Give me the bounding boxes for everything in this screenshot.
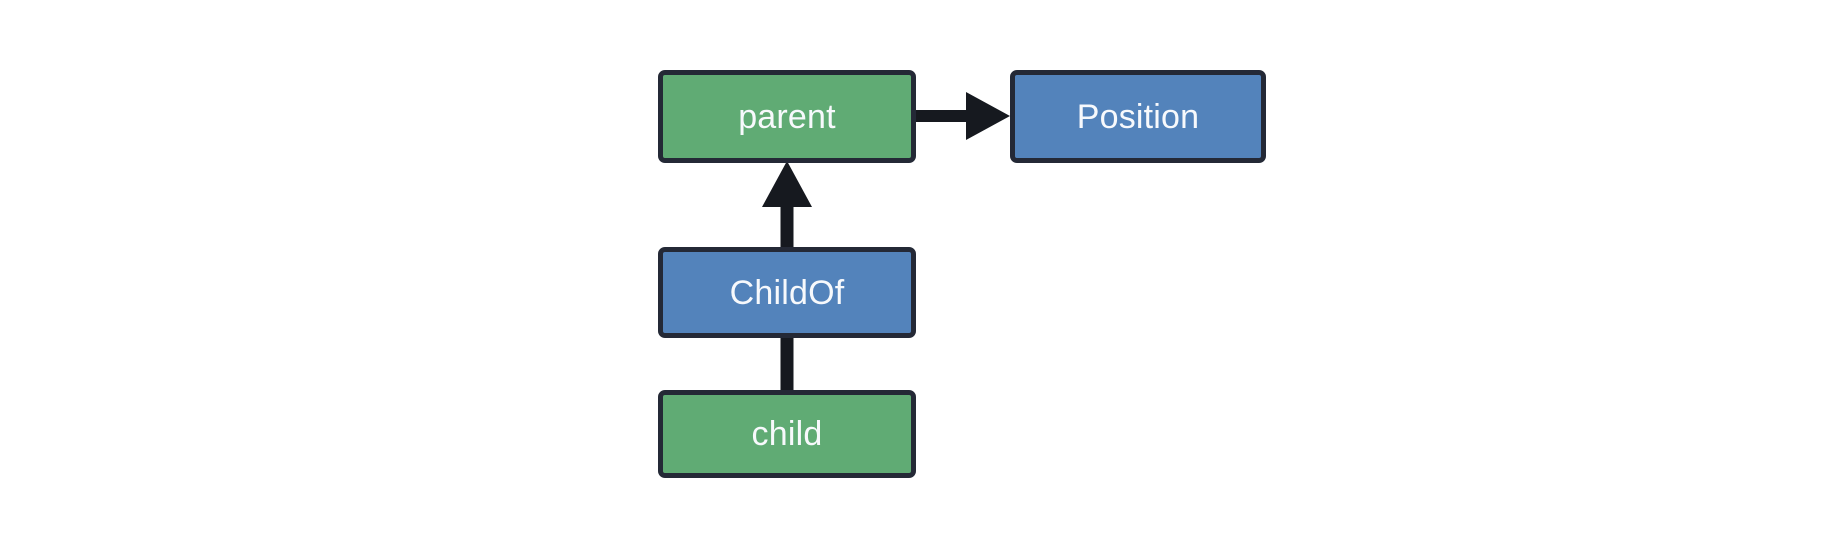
arrowhead-childof-to-parent bbox=[762, 161, 812, 207]
arrowhead-parent-to-position bbox=[966, 92, 1010, 140]
node-childof[interactable]: ChildOf bbox=[658, 247, 916, 338]
node-position[interactable]: Position bbox=[1010, 70, 1266, 163]
node-child[interactable]: child bbox=[658, 390, 916, 478]
node-position-label: Position bbox=[1076, 97, 1200, 136]
node-parent-label: parent bbox=[738, 97, 836, 136]
node-child-label: child bbox=[751, 415, 823, 453]
node-childof-label: ChildOf bbox=[729, 273, 845, 312]
node-parent[interactable]: parent bbox=[658, 70, 916, 163]
edge-parent-to-position bbox=[914, 92, 1010, 140]
edge-childof-to-parent bbox=[762, 161, 812, 247]
